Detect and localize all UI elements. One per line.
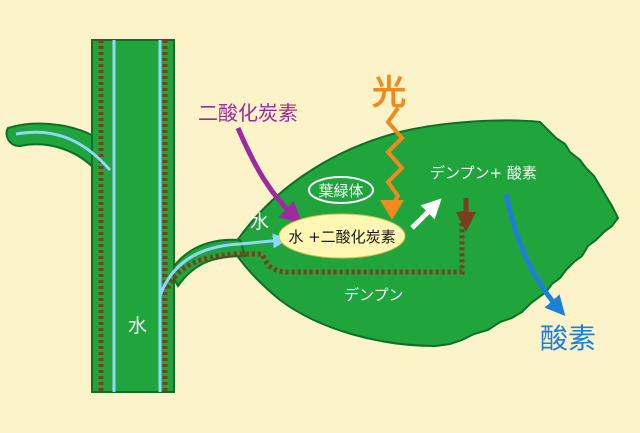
starch-label: デンプン xyxy=(344,286,404,304)
oxygen-arrow xyxy=(503,193,566,317)
chloroplast-label: 葉緑体 xyxy=(318,182,363,200)
oxygen-label: 酸素 xyxy=(540,322,596,355)
products-label: デンプン+ 酸素 xyxy=(430,164,537,182)
stem-water-label: 水 xyxy=(128,315,147,337)
reaction-ellipse xyxy=(278,213,406,259)
side-leaf-water-arrow xyxy=(15,130,112,171)
side-leaf xyxy=(5,122,101,178)
reaction-label: 水 +二酸化炭素 xyxy=(288,228,395,246)
leaf-petiole xyxy=(168,238,247,288)
leaf-water-label: 水 xyxy=(250,211,269,233)
light-arrowhead xyxy=(380,200,404,220)
leaf-blade xyxy=(230,119,620,348)
co2-label: 二酸化炭素 xyxy=(198,101,298,125)
leaf-water-arrow xyxy=(158,233,288,297)
co2-arrow xyxy=(235,127,303,225)
light-zigzag-arrow xyxy=(385,106,405,208)
light-label: 光 xyxy=(372,73,406,113)
chloroplast-badge xyxy=(308,176,374,204)
stem xyxy=(91,39,175,393)
products-arrow xyxy=(410,198,442,230)
